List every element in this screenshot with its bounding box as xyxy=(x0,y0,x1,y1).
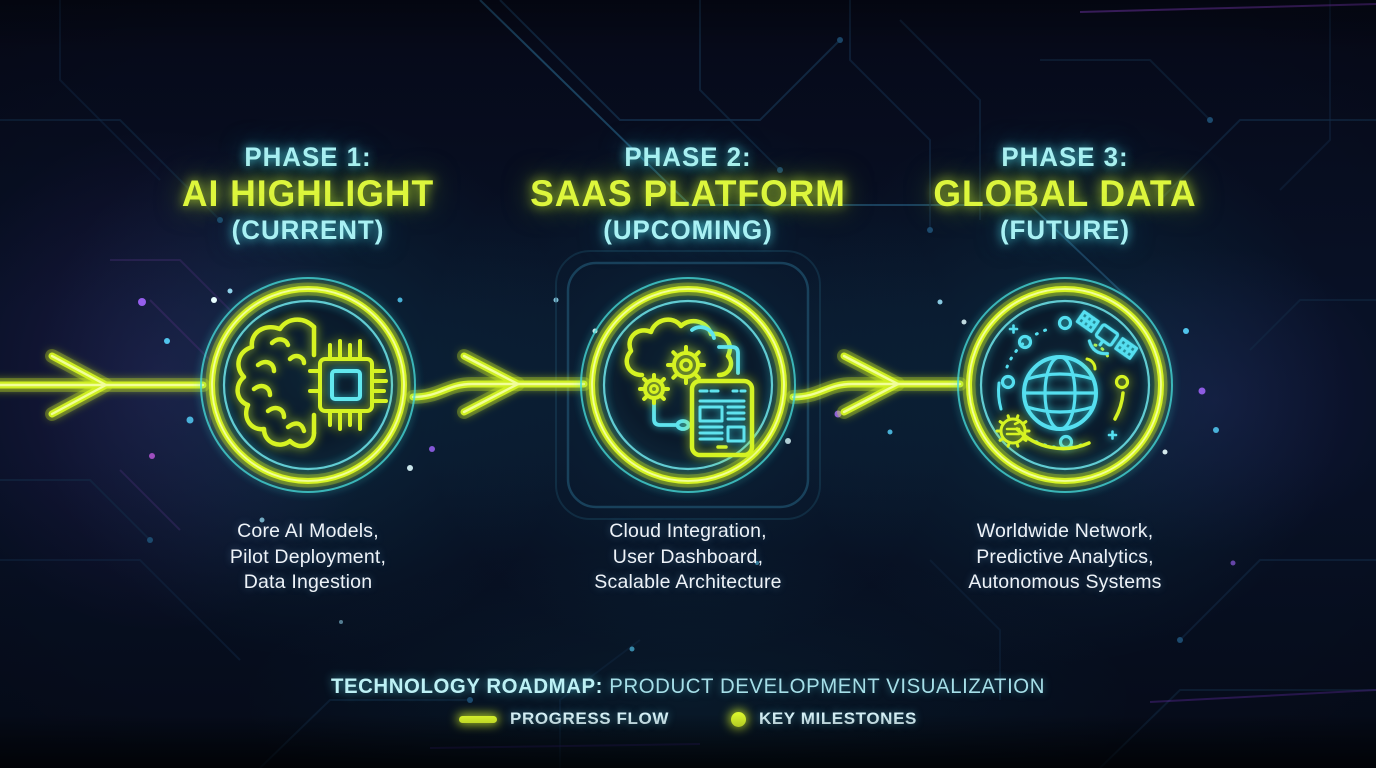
phase-1-header: PHASE 1: AI HIGHLIGHT (CURRENT) xyxy=(135,141,481,247)
phase-2-milestone-circle xyxy=(580,277,796,493)
phase-1-desc-line: Data Ingestion xyxy=(243,571,373,593)
legend-item-progress-flow: PROGRESS FLOW xyxy=(459,709,669,729)
phase-2-desc-line: Cloud Integration, xyxy=(609,520,767,542)
phase-3-milestone-circle xyxy=(957,277,1173,493)
legend-label: PROGRESS FLOW xyxy=(510,709,669,728)
footer-title: TECHNOLOGY ROADMAP: PRODUCT DEVELOPMENT … xyxy=(21,674,1356,700)
phase-1-status: (CURRENT) xyxy=(231,215,385,245)
phase-2-description: Cloud Integration, User Dashboard, Scala… xyxy=(508,519,868,596)
phase-3-desc-line: Predictive Analytics, xyxy=(976,545,1154,568)
footer-title-strong: TECHNOLOGY ROADMAP: xyxy=(330,675,604,698)
phase-1-milestone-circle xyxy=(200,277,416,493)
phase-1-description: Core AI Models, Pilot Deployment, Data I… xyxy=(128,519,488,596)
phase-1-desc-line: Pilot Deployment, xyxy=(229,545,387,568)
key-milestones-swatch xyxy=(730,711,746,727)
progress-flow-swatch xyxy=(459,715,498,723)
phase-2-header: PHASE 2: SAAS PLATFORM (UPCOMING) xyxy=(515,141,861,247)
phase-3-description: Worldwide Network, Predictive Analytics,… xyxy=(885,519,1245,596)
phase-2-status: (UPCOMING) xyxy=(603,215,773,245)
phase-3-title: GLOBAL DATA xyxy=(933,173,1197,214)
phase-1-desc-line: Core AI Models, xyxy=(237,520,379,542)
phase-1-label: PHASE 1: xyxy=(244,142,372,172)
phase-3-header: PHASE 3: GLOBAL DATA (FUTURE) xyxy=(892,141,1238,247)
phase-2-desc-line: Scalable Architecture xyxy=(594,571,782,593)
phase-2-title: SAAS PLATFORM xyxy=(530,173,846,214)
phase-1-title: AI HIGHLIGHT xyxy=(181,173,435,214)
phase-2-desc-line: User Dashboard, xyxy=(612,545,764,568)
phase-3-desc-line: Autonomous Systems xyxy=(968,571,1162,593)
progress-flow-line xyxy=(0,349,967,421)
legend-label: KEY MILESTONES xyxy=(758,709,917,728)
phase-2-label: PHASE 2: xyxy=(624,142,752,172)
phase-3-desc-line: Worldwide Network, xyxy=(976,520,1154,542)
footer-title-rest: PRODUCT DEVELOPMENT VISUALIZATION xyxy=(603,675,1046,698)
phase-3-status: (FUTURE) xyxy=(999,215,1131,245)
phase-3-label: PHASE 3: xyxy=(1001,142,1129,172)
legend-item-key-milestones: KEY MILESTONES xyxy=(730,709,917,729)
legend: PROGRESS FLOW KEY MILESTONES xyxy=(0,705,1376,733)
